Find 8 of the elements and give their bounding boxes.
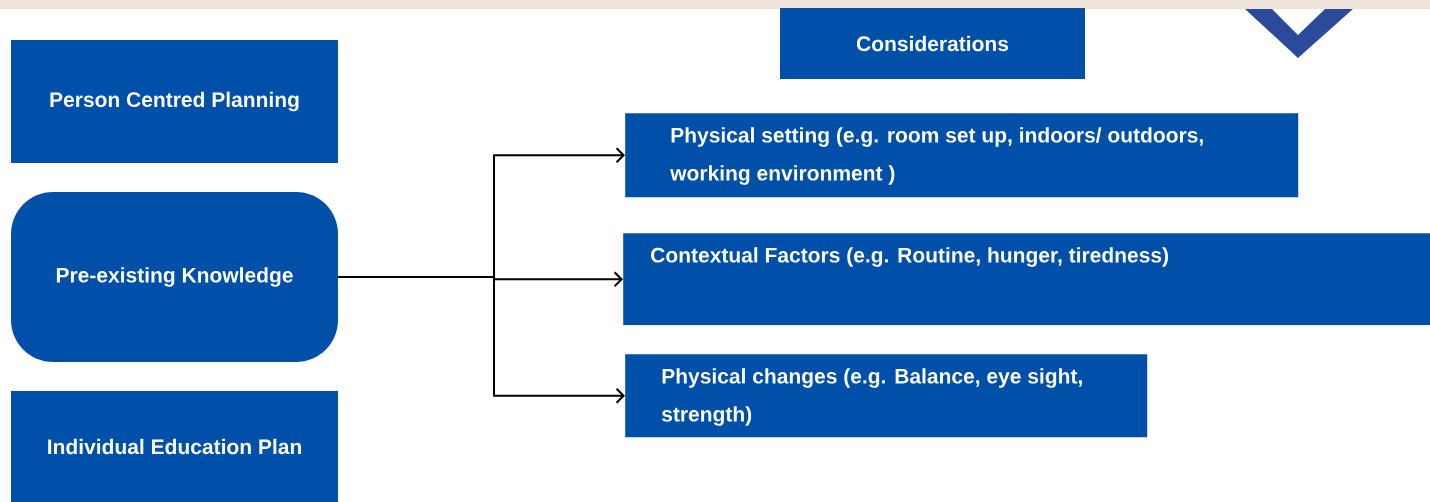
process-box: Contextual Factors (e.g. Routine, hunger, tiredness): [623, 233, 1430, 326]
rounded-box: Pre-existing Knowledge: [11, 192, 338, 362]
process-box: Physical setting (e.g. room set up, indoors/ outdoors, working environment ): [625, 113, 1299, 198]
arrow: [337, 276, 625, 404]
process-box: Physical changes (e.g. Balance, eye sight, strength): [625, 354, 1148, 438]
process-box: Considerations: [780, 8, 1085, 79]
process-box: Individual Education Plan: [11, 391, 338, 502]
process-box: Person Centred Planning: [11, 40, 338, 163]
